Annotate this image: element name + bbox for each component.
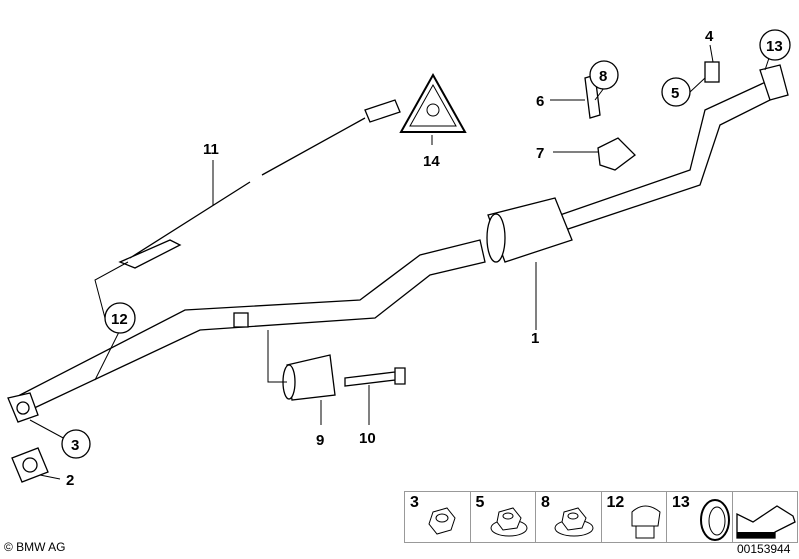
legend-label: 13 xyxy=(672,494,690,511)
legend-item-3[interactable]: 3 xyxy=(405,492,471,542)
legend-label: 3 xyxy=(410,494,419,511)
callout-3[interactable]: 3 xyxy=(71,437,79,454)
legend-item-arrow[interactable] xyxy=(733,492,798,542)
hex-nut-icon xyxy=(428,507,456,535)
arrow-icon xyxy=(735,505,796,539)
flange-nut-icon xyxy=(490,507,527,537)
copyright: © BMW AG xyxy=(4,540,66,554)
legend-item-8[interactable]: 8 xyxy=(536,492,602,542)
flange-nut-icon xyxy=(554,507,594,537)
rubber-mount xyxy=(597,137,636,171)
legend-label: 5 xyxy=(475,494,485,511)
callout-14[interactable]: 14 xyxy=(423,153,440,170)
callout-4[interactable]: 4 xyxy=(705,28,714,45)
callout-5[interactable]: 5 xyxy=(671,85,679,102)
callout-7[interactable]: 7 xyxy=(536,145,544,162)
legend-item-12[interactable]: 12 xyxy=(602,492,667,542)
legend-item-5[interactable]: 5 xyxy=(471,492,536,542)
front-hanger xyxy=(233,312,249,328)
diagram-number: 00153944 xyxy=(737,542,791,556)
callout-11[interactable]: 11 xyxy=(203,141,219,158)
plug-icon xyxy=(631,505,661,539)
callout-8[interactable]: 8 xyxy=(599,68,607,85)
oxygen-sensor xyxy=(118,99,401,269)
legend-item-13[interactable]: 13 xyxy=(667,492,733,542)
callout-10[interactable]: 10 xyxy=(359,430,376,447)
callout-6[interactable]: 6 xyxy=(536,93,544,110)
legend-label: 8 xyxy=(541,494,550,511)
legend-label: 12 xyxy=(606,494,625,511)
callout-9[interactable]: 9 xyxy=(316,432,324,449)
front-pipe xyxy=(19,239,486,411)
converter-flange xyxy=(486,213,506,263)
bolt xyxy=(344,367,406,387)
small-parts-legend: 3 5 8 12 13 xyxy=(404,491,798,543)
sealing-ring-icon xyxy=(700,499,730,541)
callout-13[interactable]: 13 xyxy=(766,38,783,55)
callout-12[interactable]: 12 xyxy=(111,311,128,328)
callout-1[interactable]: 1 xyxy=(531,330,539,347)
nut-4 xyxy=(704,61,720,83)
callout-2[interactable]: 2 xyxy=(66,472,74,489)
rear-flange xyxy=(759,64,789,101)
